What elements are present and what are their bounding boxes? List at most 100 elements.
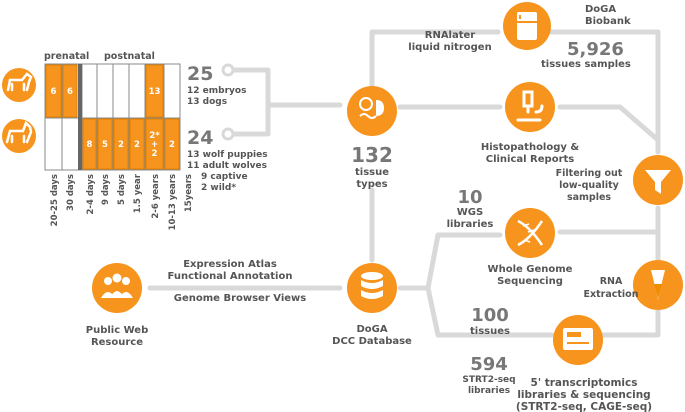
- wolf-row-cell-value: 2*: [149, 131, 160, 141]
- database-icon: [347, 263, 397, 313]
- strt-label-1: STRT2-seq: [462, 375, 515, 385]
- age-label: 1.5 year: [133, 173, 143, 213]
- wgs-count: 10: [457, 187, 482, 208]
- wgs-label-2: libraries: [447, 219, 494, 230]
- wolves-total: 24: [187, 127, 213, 149]
- funnel-icon: [633, 155, 683, 205]
- age-label: 2-4 days: [86, 174, 96, 214]
- rna-label-2: Extraction: [584, 289, 639, 300]
- sequencer-icon: [553, 315, 603, 365]
- histo-label-1: Histopathology &: [481, 142, 580, 153]
- dogs-detail-2: 13 dogs: [187, 97, 227, 107]
- wolves-detail-4: 2 wild*: [201, 183, 236, 193]
- wolf-bracket: [225, 102, 271, 137]
- wolf-icon: [2, 119, 36, 153]
- organs-icon: [347, 86, 397, 136]
- biobank-title-2: Biobank: [585, 16, 631, 27]
- filter-label-3: samples: [567, 192, 611, 203]
- link-functional-annotation: Functional Annotation: [168, 271, 293, 282]
- tissues100-count: 100: [471, 305, 509, 326]
- dogs-detail-1: 12 embryos: [187, 86, 246, 96]
- test-tube-icon: [633, 260, 683, 310]
- histo-label-2: Clinical Reports: [486, 154, 575, 165]
- wgs-label-1: WGS: [457, 207, 483, 218]
- wolves-detail-3: 9 captive: [201, 172, 248, 182]
- link-genome-browser: Genome Browser Views: [174, 293, 306, 304]
- rnalater-label-2: liquid nitrogen: [408, 42, 491, 53]
- line-histo-filter: [557, 104, 661, 143]
- wolf-row-cell-value: +: [151, 140, 158, 150]
- filter-label-2: low-quality: [559, 180, 620, 191]
- hub-count: 132: [351, 143, 393, 167]
- dog-row-cell: [62, 64, 78, 118]
- dog-row-cell-value: 6: [67, 87, 73, 97]
- transcriptomics-label-2: libraries & sequencing: [517, 389, 650, 401]
- web-label-1: Public Web: [86, 325, 149, 336]
- strt-label-2: libraries: [468, 386, 510, 396]
- wolf-row-cell-value: 2: [152, 149, 158, 159]
- line-hub-rnalater: [369, 29, 501, 91]
- birth-divider: [78, 64, 82, 170]
- age-label: 30 days: [66, 174, 76, 211]
- line-biobank-filter: [542, 29, 661, 155]
- wolf-row-cell-value: 2: [169, 140, 175, 150]
- line-rna-down: [595, 307, 661, 338]
- biobank-count: 5,926: [567, 39, 624, 60]
- genome-label-2: Sequencing: [497, 276, 563, 287]
- wolf-row-cell-value: 2: [134, 140, 140, 150]
- postnatal-label: postnatal: [104, 51, 155, 62]
- dna-icon: [505, 208, 555, 258]
- wolf-row-cell: [97, 118, 113, 170]
- link-expression-atlas: Expression Atlas: [183, 259, 277, 270]
- hub-label-1: tissue: [355, 167, 389, 178]
- dog-bracket-dot: [221, 63, 235, 77]
- age-labels: 20-25 days 30 days 2-4 days 9 days 5 days 1.5…: [50, 173, 194, 230]
- tissues100-label: tissues: [470, 326, 510, 337]
- wolves-detail-1: 13 wolf puppies: [187, 150, 268, 160]
- age-label: 20-25 days: [50, 174, 60, 226]
- wolves-detail-2: 11 adult wolves: [187, 161, 267, 171]
- line-dcc-branch-lower: [425, 285, 555, 338]
- microscope-icon: [505, 82, 555, 132]
- age-label: 2-6 years: [151, 174, 161, 219]
- wolf-row-cell: [164, 118, 180, 170]
- dog-bracket: [225, 67, 343, 108]
- dcc-label-2: DCC Database: [332, 336, 412, 347]
- wolf-row-cell-value: 5: [102, 140, 108, 150]
- dog-row-cell: [145, 64, 164, 118]
- filter-label-1: Filtering out: [556, 168, 623, 179]
- dog-row-cell: [45, 64, 62, 118]
- dcc-label-1: DoGA: [356, 324, 387, 335]
- wolf-row-cell-value: 2: [118, 140, 124, 150]
- web-label-2: Resource: [91, 337, 143, 348]
- dog-row-cell-value: 13: [149, 87, 161, 97]
- strt-count: 594: [470, 354, 508, 375]
- age-label: 15years: [184, 174, 194, 212]
- biobank-title-1: DoGA: [585, 4, 616, 15]
- wolf-row-cell: [113, 118, 129, 170]
- prenatal-label: prenatal: [44, 51, 89, 62]
- people-icon: [92, 263, 142, 313]
- dog-row-cell-value: 6: [51, 87, 57, 97]
- wolf-row-cell: [82, 118, 97, 170]
- age-label: 5 days: [117, 174, 127, 205]
- wolf-bracket-dot: [221, 127, 235, 141]
- rnalater-label-1: RNAlater: [425, 30, 476, 41]
- wolf-row-cell-value: 8: [87, 140, 93, 150]
- wolf-row-cell: [145, 118, 164, 170]
- rna-label-1: RNA: [600, 276, 623, 287]
- hub-label-2: types: [356, 179, 387, 190]
- biobank-sub: tissues samples: [541, 59, 631, 70]
- transcriptomics-label-3: (STRT2-seq, CAGE-seq): [516, 401, 652, 412]
- dog-icon: [2, 68, 36, 102]
- age-label: 9 days: [101, 174, 111, 205]
- connectors: [147, 29, 661, 338]
- freezer-icon: [503, 2, 551, 50]
- wolf-row-cell: [129, 118, 145, 170]
- line-dcc-branch: [397, 232, 503, 291]
